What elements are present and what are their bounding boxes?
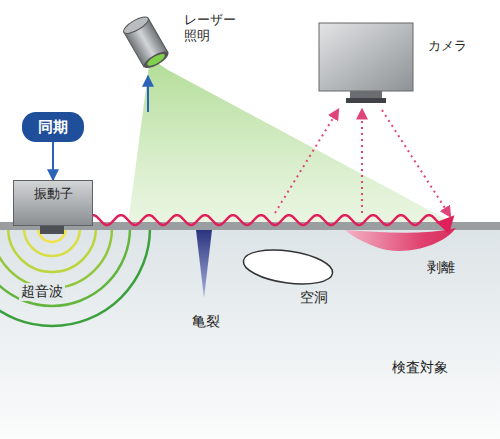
- inspection-object: [0, 229, 500, 439]
- camera-shape: [318, 22, 414, 104]
- transducer-tip: [40, 226, 64, 234]
- crack-shape: [196, 230, 212, 298]
- surface-wave: [86, 215, 452, 225]
- sync-connector: [52, 142, 54, 180]
- part-label: 剥離: [425, 259, 457, 277]
- sync-label: 同期: [38, 118, 68, 136]
- ultrasonic-arc: [0, 229, 150, 326]
- ultrasonic-arc: [0, 229, 130, 306]
- part-label: 検査対象: [390, 359, 450, 377]
- sync-connector: [147, 76, 149, 112]
- part-label: 超音波: [19, 283, 65, 301]
- delamination-shape: [345, 228, 456, 251]
- reflection-arrow: [275, 110, 338, 213]
- laser-shape: [118, 16, 178, 76]
- ultrasonic-arc: [0, 229, 112, 288]
- reflection-arrow: [382, 110, 450, 216]
- reflection-arrow: [361, 110, 363, 213]
- surface-wave-line: [86, 215, 452, 225]
- sync-pill: 同期: [22, 112, 84, 142]
- ultrasonic-waves: [0, 229, 150, 326]
- part-label: 空洞: [298, 289, 330, 307]
- node-label: カメラ: [428, 38, 467, 54]
- ultrasonic-arc: [8, 229, 96, 272]
- transducer-box: 振動子: [13, 180, 93, 226]
- cavity-shape: [241, 245, 335, 289]
- part-label: 亀裂: [190, 313, 222, 331]
- laser-illuminator: レーザー 照明: [118, 16, 178, 76]
- node-label: 振動子: [14, 186, 92, 202]
- camera-unit: カメラ: [318, 22, 414, 104]
- node-label: レーザー 照明: [184, 12, 240, 43]
- reflection-arrows: [275, 110, 450, 216]
